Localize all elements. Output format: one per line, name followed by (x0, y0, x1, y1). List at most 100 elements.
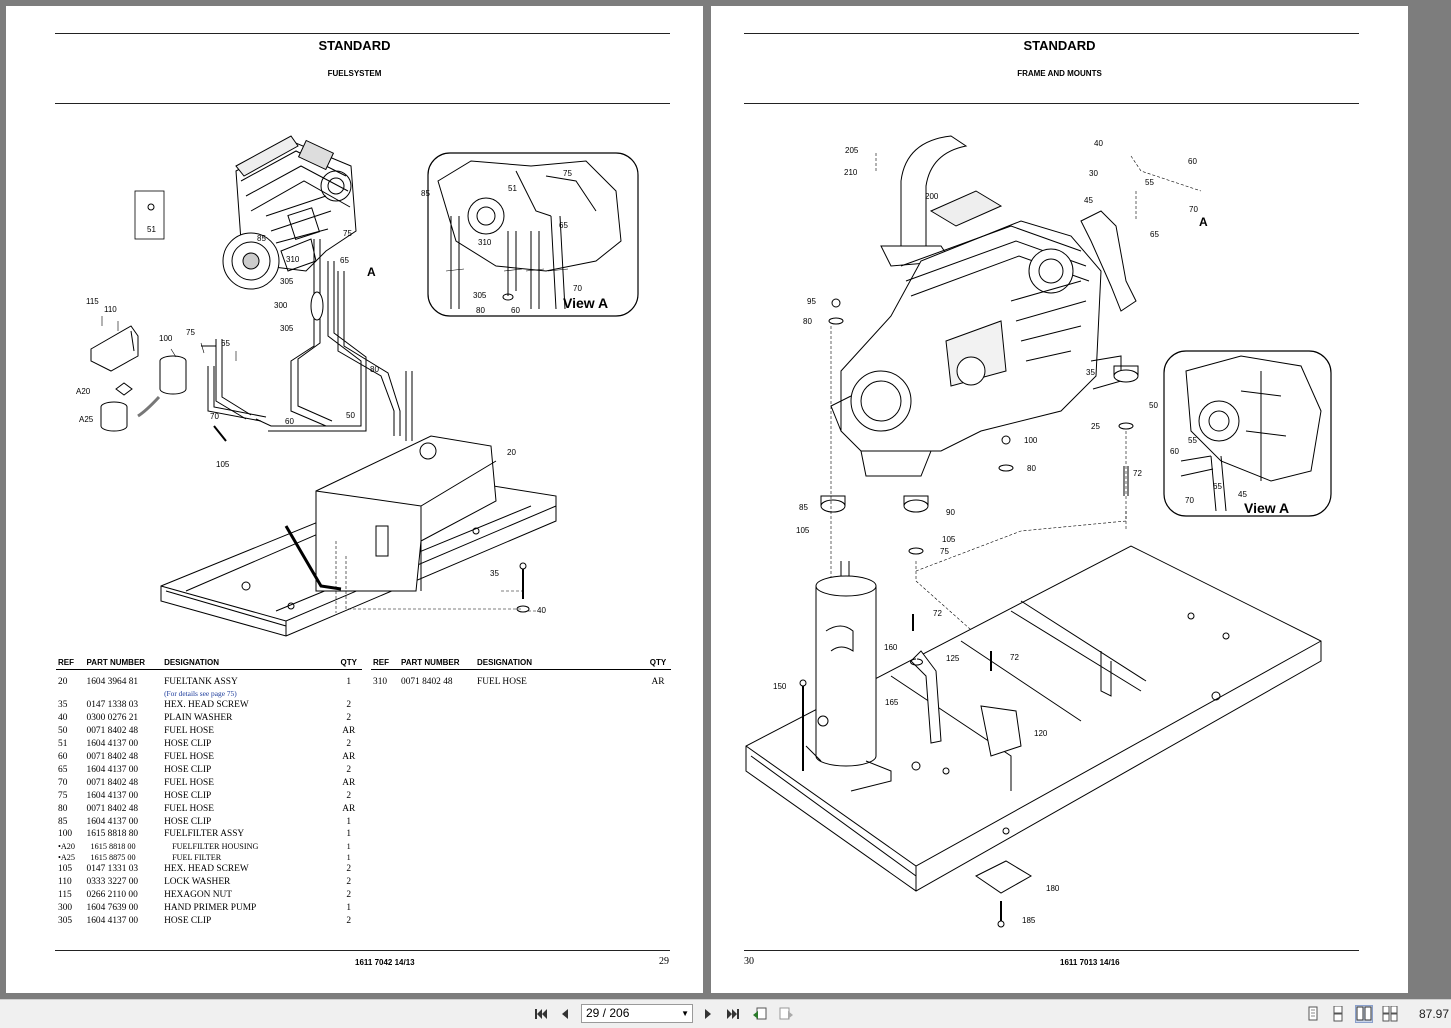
callout-label: 65 (1150, 230, 1159, 239)
part-number: 0333 3227 00 (86, 877, 139, 888)
callout-label: 80 (1027, 464, 1036, 473)
callout-label: 185 (1022, 916, 1036, 925)
part-ref: 115 (58, 890, 72, 901)
page-subtitle: FRAME AND MOUNTS (1017, 69, 1102, 78)
chevron-down-icon[interactable]: ▼ (681, 1009, 689, 1018)
page-indicator: 29 / 206 (586, 1006, 630, 1020)
header-rule-top (55, 33, 670, 34)
part-qty: 1 (346, 816, 352, 827)
document-page-left: STANDARD FUELSYSTEM (6, 6, 703, 993)
callout-label: 95 (807, 297, 816, 306)
callout-label: 65 (1213, 482, 1222, 491)
callout-label: 65 (340, 256, 349, 265)
part-designation: HOSE CLIP (164, 738, 212, 749)
continuous-icon[interactable] (1330, 1005, 1346, 1022)
prev-page-icon[interactable] (557, 1005, 573, 1023)
engine-illustration (222, 135, 357, 290)
header-rule-bottom (55, 103, 670, 104)
part-ref: 20 (58, 677, 68, 687)
last-page-icon[interactable] (724, 1005, 742, 1023)
part-qty: 1 (346, 677, 352, 687)
callout-label: 60 (1170, 447, 1179, 456)
part-designation: LOCK WASHER (164, 877, 231, 888)
callout-label: 75 (940, 547, 949, 556)
part-number: 1604 4137 00 (86, 738, 139, 749)
part-ref: 110 (58, 877, 72, 888)
callout-label: 80 (803, 317, 812, 326)
callout-label: A20 (76, 387, 91, 396)
callout-label: 210 (844, 168, 858, 177)
next-page-icon[interactable] (700, 1005, 716, 1023)
callout-label: 110 (104, 305, 117, 314)
part-number: 1615 8818 80 (86, 829, 139, 840)
table-cell (85, 689, 163, 699)
callout-label: A (367, 265, 376, 279)
part-designation: FUEL HOSE (164, 751, 214, 762)
frame-mounts-drawing (745, 135, 1332, 928)
part-designation: HOSE CLIP (164, 816, 212, 827)
part-ref: 305 (58, 916, 73, 927)
part-qty: AR (651, 677, 665, 687)
viewer-toolbar: 29 / 206 ▼ 87.97 (0, 999, 1451, 1028)
first-page-icon[interactable] (532, 1005, 550, 1023)
part-ref: 100 (58, 829, 73, 840)
single-page-icon[interactable] (1305, 1006, 1321, 1022)
part-number: 0147 1338 03 (86, 699, 139, 710)
part-ref: 40 (58, 712, 68, 723)
callout-label: 300 (274, 301, 288, 310)
callout-label: 160 (884, 643, 898, 652)
part-number: 0300 0276 21 (86, 712, 139, 723)
part-note: (For details see page 75) (164, 688, 237, 698)
part-number: 1604 4137 00 (86, 916, 139, 927)
part-ref: 51 (58, 738, 68, 749)
part-designation: HEXAGON NUT (164, 890, 233, 901)
callout-label: 305 (280, 324, 294, 333)
callout-label: 105 (942, 535, 956, 544)
view-a-label: View A (1244, 500, 1289, 516)
part-qty: AR (342, 803, 356, 814)
frame-mounts-callouts: 205 210 200 40 30 55 60 45 70 A 65 95 80… (773, 139, 1289, 925)
page-number-input[interactable]: 29 / 206 ▼ (581, 1004, 693, 1023)
continuous-facing-icon[interactable] (1382, 1005, 1398, 1022)
callout-label: 85 (421, 189, 430, 198)
callout-label: 115 (86, 297, 99, 306)
part-designation: PLAIN WASHER (164, 712, 233, 723)
part-number: 1604 7639 00 (86, 903, 139, 914)
col-header-part-number: PART NUMBER (84, 658, 163, 670)
callout-label: 60 (285, 417, 294, 426)
back-view-icon[interactable] (751, 1005, 769, 1023)
zoom-level[interactable]: 87.97 (1419, 1007, 1450, 1021)
callout-label: 45 (1238, 490, 1247, 499)
part-number: 0071 8402 48 (86, 777, 139, 788)
callout-label: 200 (925, 192, 939, 201)
part-ref: 70 (58, 777, 68, 788)
callout-label: 75 (343, 229, 352, 238)
callout-label: 85 (257, 234, 266, 243)
forward-view-icon[interactable] (777, 1005, 795, 1023)
frame-illustration (160, 435, 557, 637)
facing-icon[interactable] (1355, 1005, 1373, 1023)
footer-code: 1611 7013 14/16 (1060, 958, 1120, 967)
callout-label: 70 (573, 284, 582, 293)
part-designation: HEX. HEAD SCREW (164, 699, 249, 710)
table-header-row: REF PART NUMBER DESIGNATION QTY (371, 658, 671, 670)
fuel-system-drawing (90, 135, 639, 637)
callout-label: 72 (1133, 469, 1142, 478)
callout-label: 105 (796, 526, 810, 535)
callout-label: 35 (1086, 368, 1095, 377)
part-number: 1604 4137 00 (86, 816, 139, 827)
callout-label: 90 (946, 508, 955, 517)
part-ref: 310 (373, 677, 388, 687)
callout-label: 25 (1091, 422, 1100, 431)
callout-label: 72 (1010, 653, 1019, 662)
